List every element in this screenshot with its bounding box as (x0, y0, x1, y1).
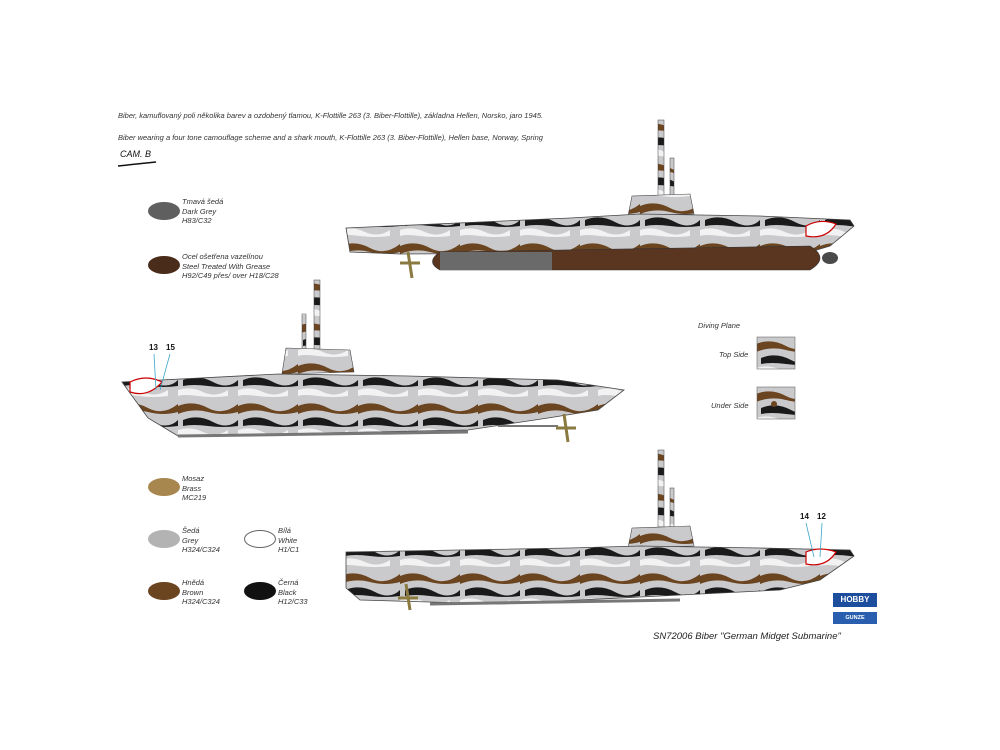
caption-english: Biber wearing a four tone camouflage sch… (118, 133, 543, 142)
swatch-brown (148, 582, 180, 600)
marking-number-14: 14 (800, 512, 809, 521)
swatch-grey (148, 530, 180, 548)
caption-czech: Biber, kamuflovaný poli několika barev a… (118, 111, 544, 120)
submarine-middle-view (121, 279, 625, 443)
diving-plane-under-label: Under Side (711, 401, 749, 410)
camouflage-label: CAM. B (120, 149, 152, 159)
cam-underline (117, 161, 157, 167)
swatch-black (244, 582, 276, 600)
diving-plane-title: Diving Plane (698, 321, 741, 330)
marking-number-15: 15 (166, 343, 175, 352)
marking-pointer-right (805, 522, 823, 558)
kit-caption: SN72006 Biber "German Midget Submarine" (653, 631, 841, 642)
submarine-top-view (345, 119, 855, 279)
swatch-steel-grease (148, 256, 180, 274)
submarine-bottom-view (345, 449, 855, 611)
swatch-dark-grey (148, 202, 180, 220)
marking-number-13: 13 (149, 343, 158, 352)
swatch-brass (148, 478, 180, 496)
diving-plane-under-image (756, 386, 796, 420)
gunze-logo: GUNZE SANGYO (833, 612, 877, 633)
swatch-white (244, 530, 276, 548)
marking-pointer-left (153, 353, 171, 391)
marking-number-12: 12 (817, 512, 826, 521)
diving-plane-top-label: Top Side (719, 350, 749, 359)
hobby-logo: HOBBY (833, 593, 877, 607)
diving-plane-top-image (756, 336, 796, 370)
